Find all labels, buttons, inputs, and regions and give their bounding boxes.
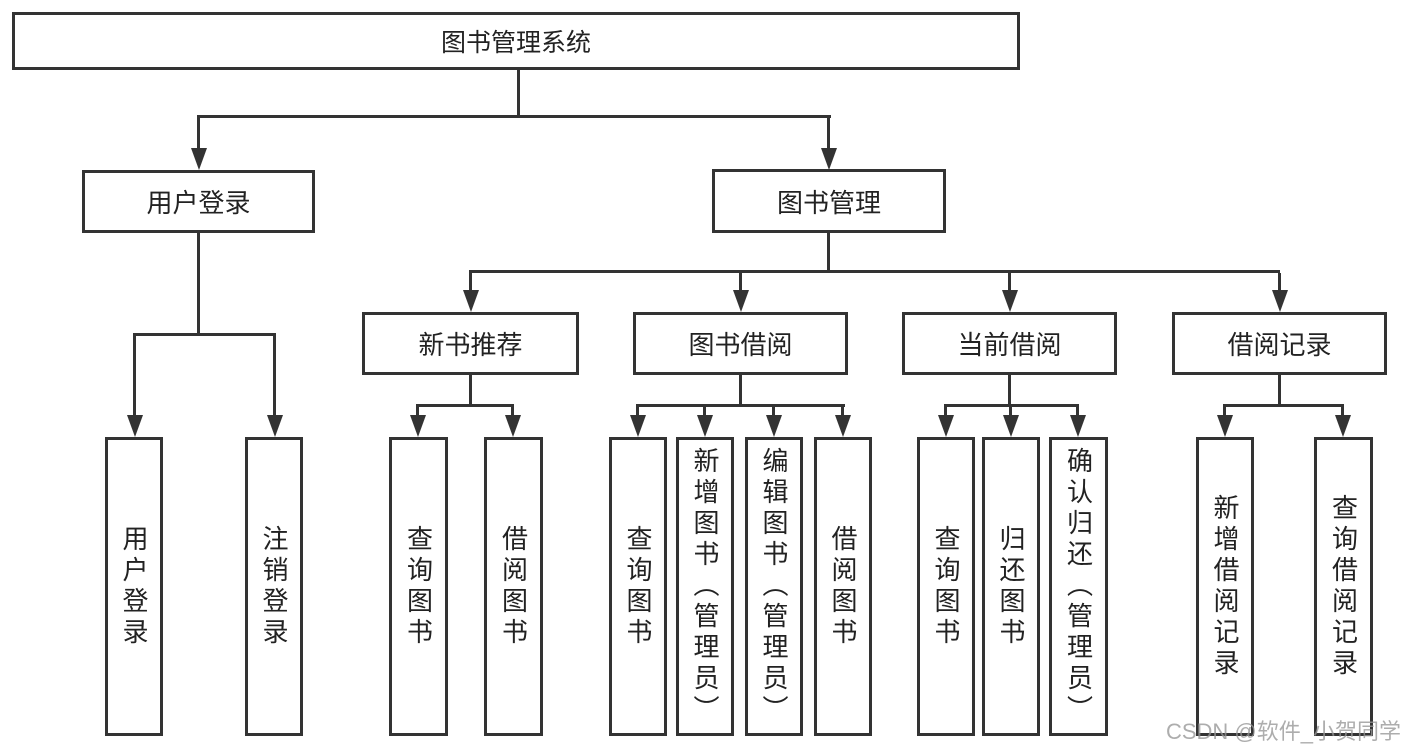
edge-new-book-stem [469, 375, 472, 404]
edge-borrowing-records-stem [1278, 375, 1281, 404]
edge-level1-bus [197, 115, 831, 118]
edge-arrow-nb-borrow [504, 407, 521, 437]
edge-level2-bus [469, 270, 1280, 273]
watermark: CSDN @软件_小贺同学 [1165, 719, 1401, 744]
edge-arrow-to-book-management [820, 118, 837, 170]
edge-arrow-cb-return [1002, 407, 1019, 437]
edge-arrow-to-current-borrowing [1001, 273, 1018, 312]
edge-book-borrowing-stem [739, 375, 742, 404]
edge-book-management-stem [827, 232, 830, 270]
edge-arrow-to-borrowing-records [1271, 273, 1288, 312]
leaf-bb-borrow-books: 借阅图书 [814, 437, 872, 736]
leaf-cb-return-books: 归还图书 [982, 437, 1040, 736]
leaf-cb-confirm-return-admin: 确认归还（管理员） [1049, 437, 1108, 736]
edge-arrow-to-leaf-user-login [126, 336, 143, 437]
node-book-management: 图书管理 [712, 169, 946, 233]
edge-borrowing-records-bus [1223, 404, 1344, 407]
node-book-borrowing: 图书借阅 [633, 312, 848, 375]
edge-arrow-bb-borrow [834, 407, 851, 437]
edge-arrow-cb-query [937, 407, 954, 437]
leaf-bb-edit-books-admin: 编辑图书（管理员） [745, 437, 803, 736]
edge-arrow-bb-query [629, 407, 646, 437]
leaf-bb-add-books-admin: 新增图书（管理员） [676, 437, 734, 736]
edge-arrow-to-new-book-recommend [462, 273, 479, 312]
node-new-book-recommend: 新书推荐 [362, 312, 579, 375]
node-library-management-system: 图书管理系统 [12, 12, 1020, 70]
edge-arrow-to-user-login [190, 118, 207, 170]
node-user-login: 用户登录 [82, 170, 315, 233]
leaf-bb-query-books: 查询图书 [609, 437, 667, 736]
edge-user-login-bus [133, 333, 276, 336]
leaf-user-login: 用户登录 [105, 437, 163, 736]
edge-user-login-stem [197, 233, 200, 333]
edge-arrow-nb-query [409, 407, 426, 437]
edge-root-stem [517, 69, 520, 116]
edge-book-borrowing-bus [636, 404, 845, 407]
edge-current-borrowing-bus [944, 404, 1079, 407]
edge-arrow-br-add [1216, 407, 1233, 437]
leaf-logout: 注销登录 [245, 437, 303, 736]
leaf-nb-query-books: 查询图书 [389, 437, 448, 736]
edge-arrow-br-query [1334, 407, 1351, 437]
edge-arrow-cb-confirm [1069, 407, 1086, 437]
edge-current-borrowing-stem [1008, 375, 1011, 404]
leaf-br-query-record: 查询借阅记录 [1314, 437, 1373, 736]
leaf-nb-borrow-books: 借阅图书 [484, 437, 543, 736]
edge-arrow-bb-edit [765, 407, 782, 437]
leaf-cb-query-books: 查询图书 [917, 437, 975, 736]
node-current-borrowing: 当前借阅 [902, 312, 1117, 375]
leaf-br-add-record: 新增借阅记录 [1196, 437, 1254, 736]
node-borrowing-records: 借阅记录 [1172, 312, 1387, 375]
edge-arrow-to-leaf-logout [266, 336, 283, 437]
edge-new-book-bus [416, 404, 514, 407]
edge-arrow-to-book-borrowing [732, 273, 749, 312]
edge-arrow-bb-add [696, 407, 713, 437]
